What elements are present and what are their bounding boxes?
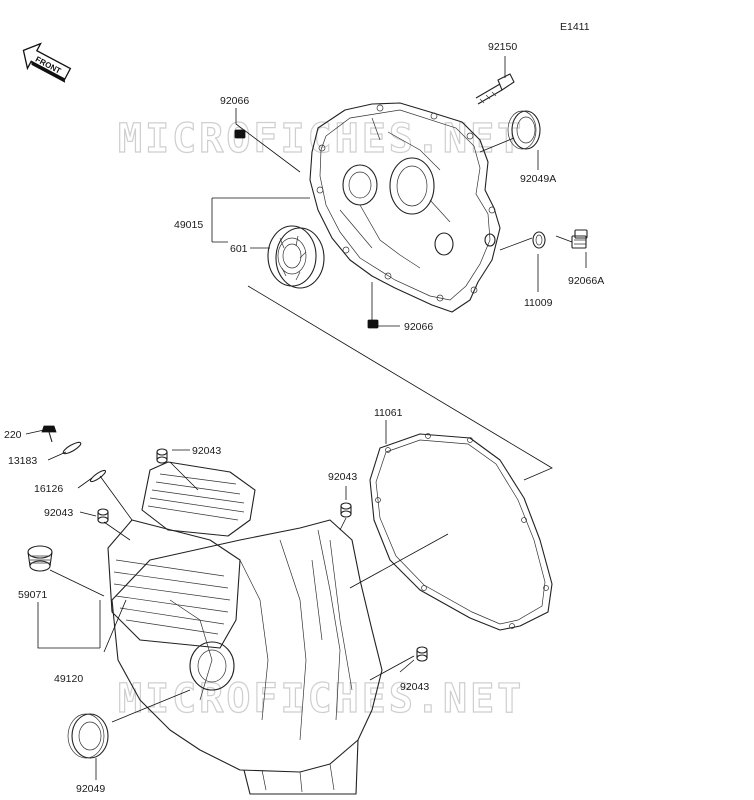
pin-92043-d	[416, 646, 428, 662]
callout-92049: 92049	[76, 783, 105, 795]
watermark-top: MICROFICHES.NET	[118, 116, 524, 162]
callout-92066-top: 92066	[220, 95, 249, 107]
crankcase-cover	[309, 102, 501, 313]
callout-92043-d: 92043	[400, 681, 429, 693]
bolt-220	[41, 425, 57, 443]
callout-92043-a: 92043	[192, 445, 221, 457]
crankcase	[107, 461, 383, 795]
callout-92049A: 92049A	[520, 173, 556, 185]
leader-lines	[25, 56, 587, 780]
oil-seal-92049	[67, 713, 109, 759]
callout-16126: 16126	[34, 483, 63, 495]
bolt-92150	[475, 73, 515, 105]
watermark-bottom: MICROFICHES.NET	[118, 676, 524, 722]
callout-92043-c: 92043	[328, 471, 357, 483]
plug-92066-top	[234, 129, 246, 139]
front-arrow-icon: FRONT	[22, 42, 72, 83]
washer-13183	[62, 441, 82, 455]
callout-11061: 11061	[374, 407, 403, 419]
callout-92150: 92150	[488, 41, 517, 53]
gasket-11061	[369, 433, 553, 631]
oil-seal-92049A	[507, 110, 541, 150]
callout-601: 601	[230, 243, 248, 255]
pin-92043-a	[156, 448, 168, 464]
pin-92043-c	[340, 502, 352, 518]
callout-49015: 49015	[174, 219, 203, 231]
callout-59071: 59071	[18, 589, 47, 601]
bearing-601	[267, 225, 325, 289]
plug-92066A	[571, 229, 588, 249]
callout-11009: 11009	[524, 297, 553, 309]
plug-92066-bottom	[367, 319, 379, 329]
o-ring-11009	[532, 231, 546, 249]
callout-92066A: 92066A	[568, 275, 604, 287]
gasket-16126	[89, 469, 107, 483]
callout-92043-b: 92043	[44, 507, 73, 519]
diagram-code: E1411	[560, 21, 590, 33]
callout-220: 220	[4, 429, 22, 441]
callout-49120: 49120	[54, 673, 83, 685]
callout-92066-bottom: 92066	[404, 321, 433, 333]
callout-13183: 13183	[8, 455, 37, 467]
pin-92043-b	[97, 508, 109, 524]
filter-59071	[27, 545, 53, 572]
